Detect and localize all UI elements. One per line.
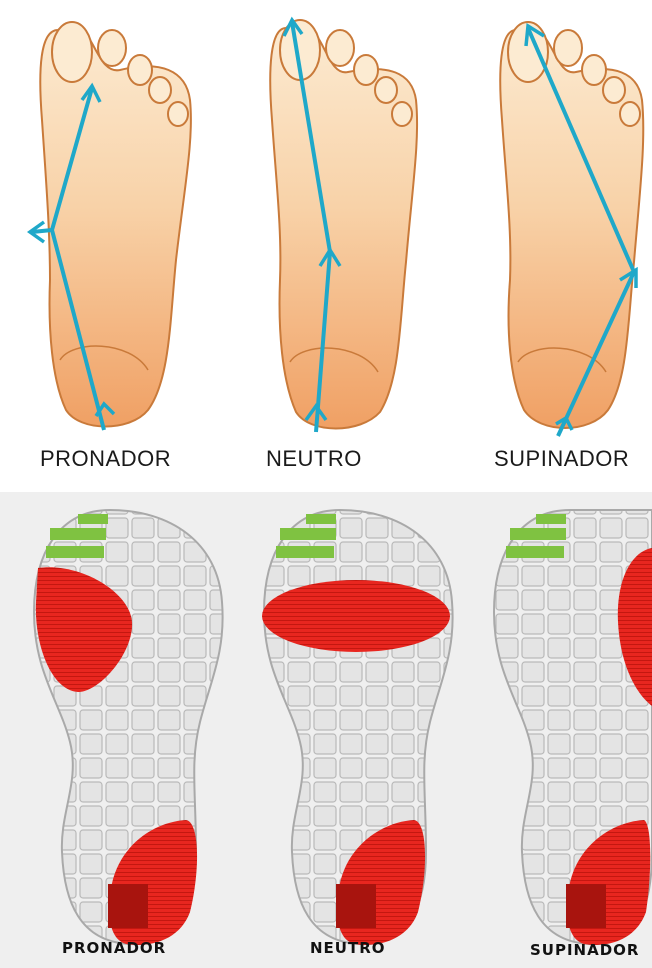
neutro-forefoot-pressure (262, 580, 450, 652)
label-pronador-bottom: PRONADOR (62, 939, 166, 957)
supinador-toe-marker (536, 514, 566, 524)
foot-diagrams-panel: PRONADOR NEUTRO SUPINADOR (0, 0, 652, 492)
foot-pronador (30, 22, 191, 430)
pronador-toe-marker (78, 514, 108, 524)
label-supinador-top: SUPINADOR (494, 446, 629, 472)
label-pronador-top: PRONADOR (40, 446, 171, 472)
sole-pronador (34, 510, 223, 945)
foot-neutro (270, 20, 417, 432)
sole-supinador (494, 510, 652, 945)
neutro-toe-marker (306, 514, 336, 524)
label-supinador-bottom: SUPINADOR (530, 941, 639, 959)
label-neutro-top: NEUTRO (266, 446, 362, 472)
sole-neutro (262, 510, 453, 945)
sole-pressure-panel: PRONADOR NEUTRO SUPINADOR (0, 492, 652, 968)
sole-pressure-svg (0, 492, 652, 968)
foot-supinador (500, 22, 643, 436)
label-neutro-bottom: NEUTRO (310, 939, 386, 957)
foot-diagrams-svg (0, 0, 652, 492)
